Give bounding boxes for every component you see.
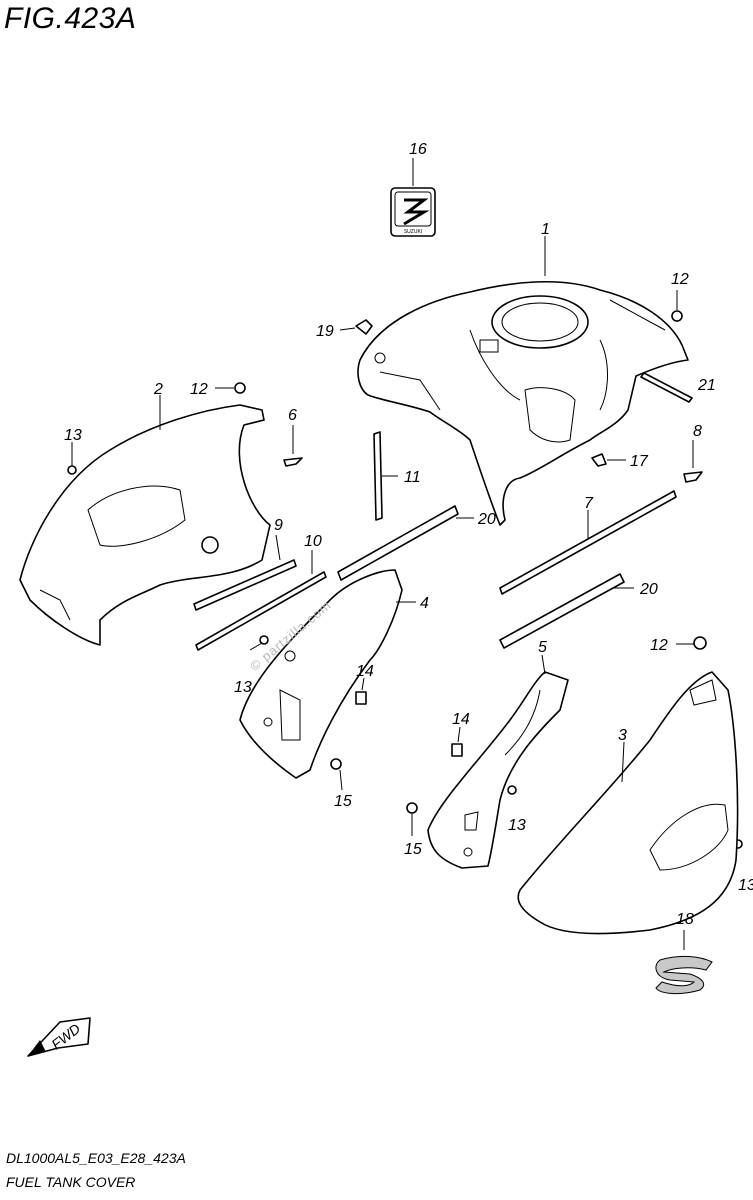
callout-5: 5 — [538, 639, 547, 656]
callout-13-a: 13 — [64, 427, 82, 444]
callout-2: 2 — [153, 381, 163, 398]
part-15-bolt-b — [406, 802, 418, 836]
callout-7: 7 — [584, 495, 594, 512]
part-11-strip — [373, 431, 398, 521]
callout-12-right: 12 — [671, 271, 689, 288]
part-10-strip — [195, 550, 327, 651]
part-1-tank-cover — [357, 280, 689, 526]
callout-1: 1 — [541, 221, 550, 238]
model-code: DL1000AL5_E03_E28_423A — [6, 1150, 186, 1166]
part-14-clip-b — [451, 726, 463, 757]
part-2-left-cover — [19, 404, 271, 646]
part-9-strip — [193, 534, 297, 611]
part-13-screw-b — [249, 635, 269, 651]
callout-12-left: 12 — [190, 381, 208, 398]
part-15-bolt-a — [330, 758, 343, 791]
callout-6: 6 — [288, 407, 297, 424]
part-20-strip-upper — [337, 505, 474, 581]
part-21-rod — [640, 372, 693, 403]
callout-10: 10 — [304, 533, 322, 550]
section-name: FUEL TANK COVER — [6, 1174, 136, 1190]
callout-9: 9 — [274, 517, 283, 534]
part-12-screw-left — [215, 382, 246, 394]
callout-16: 16 — [409, 141, 427, 158]
callout-13-b: 13 — [234, 679, 252, 696]
callout-13-c: 13 — [508, 817, 526, 834]
part-3-right-cover — [517, 671, 739, 935]
fwd-arrow: FWD — [27, 1017, 91, 1057]
callout-13-d: 13 — [738, 877, 753, 894]
part-4-bracket — [239, 569, 403, 779]
callout-18: 18 — [676, 911, 694, 928]
part-8-pad — [683, 440, 703, 483]
callout-3: 3 — [618, 727, 627, 744]
part-19-clip — [355, 319, 373, 335]
part-18-decal — [655, 955, 713, 995]
callout-11: 11 — [404, 469, 421, 486]
emblem-text: SUZUKI — [404, 229, 422, 235]
part-12-screw-lower — [676, 636, 707, 650]
part-12-screw-right — [671, 290, 683, 322]
callout-17: 17 — [630, 453, 649, 470]
part-17-clip — [591, 453, 626, 467]
callout-14-b: 14 — [452, 711, 470, 728]
callout-8: 8 — [693, 423, 702, 440]
part-13-screw-a — [67, 442, 77, 475]
part-7-strip — [499, 490, 677, 595]
callout-21: 21 — [697, 377, 716, 394]
figure-title: FIG.423A — [4, 2, 137, 35]
part-20-strip-lower — [499, 573, 634, 649]
part-5-bracket — [427, 671, 569, 869]
callout-19: 19 — [316, 323, 334, 340]
callout-14-a: 14 — [356, 663, 374, 680]
part-16-emblem: SUZUKI — [390, 187, 436, 237]
callout-12-lower: 12 — [650, 637, 668, 654]
part-6-pad — [283, 425, 303, 467]
callout-20-lower: 20 — [639, 581, 658, 598]
part-14-clip-a — [355, 677, 367, 705]
callout-4: 4 — [420, 595, 429, 612]
part-13-screw-c — [507, 785, 517, 795]
callout-15-b: 15 — [404, 841, 422, 858]
callout-15-a: 15 — [334, 793, 352, 810]
callout-20-upper: 20 — [477, 511, 496, 528]
